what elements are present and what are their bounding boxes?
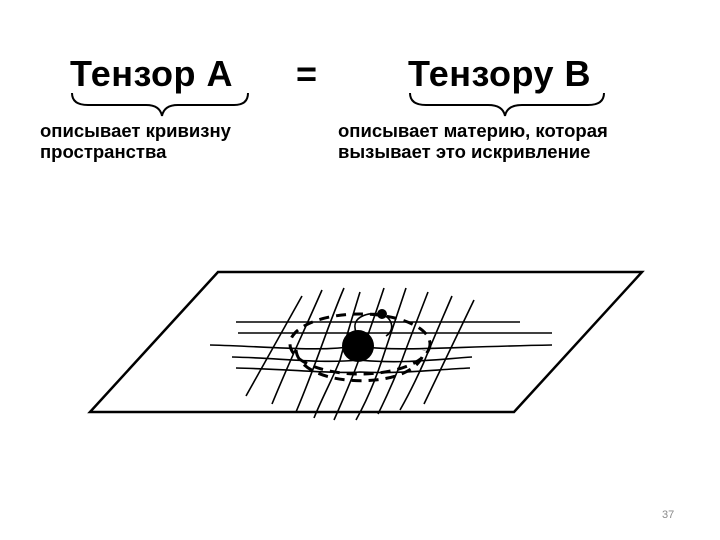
massive-body bbox=[342, 330, 374, 362]
tensor-b-title: Тензору В bbox=[408, 53, 591, 94]
brace-right bbox=[409, 92, 605, 117]
description-line: пространства bbox=[40, 141, 167, 162]
brace-left bbox=[71, 92, 249, 117]
equals-sign: = bbox=[296, 53, 318, 94]
description-line: описывает материю, которая bbox=[338, 120, 608, 141]
description-line: описывает кривизну bbox=[40, 120, 231, 141]
tensor-b-description: описывает материю, которая вызывает это … bbox=[338, 120, 698, 162]
description-line: вызывает это искривление bbox=[338, 141, 591, 162]
tensor-a-description: описывает кривизну пространства bbox=[40, 120, 300, 162]
orbit-paths bbox=[288, 312, 432, 383]
page-number: 37 bbox=[662, 509, 675, 521]
small-body bbox=[377, 309, 387, 319]
tensor-a-title: Тензор А bbox=[70, 53, 233, 94]
